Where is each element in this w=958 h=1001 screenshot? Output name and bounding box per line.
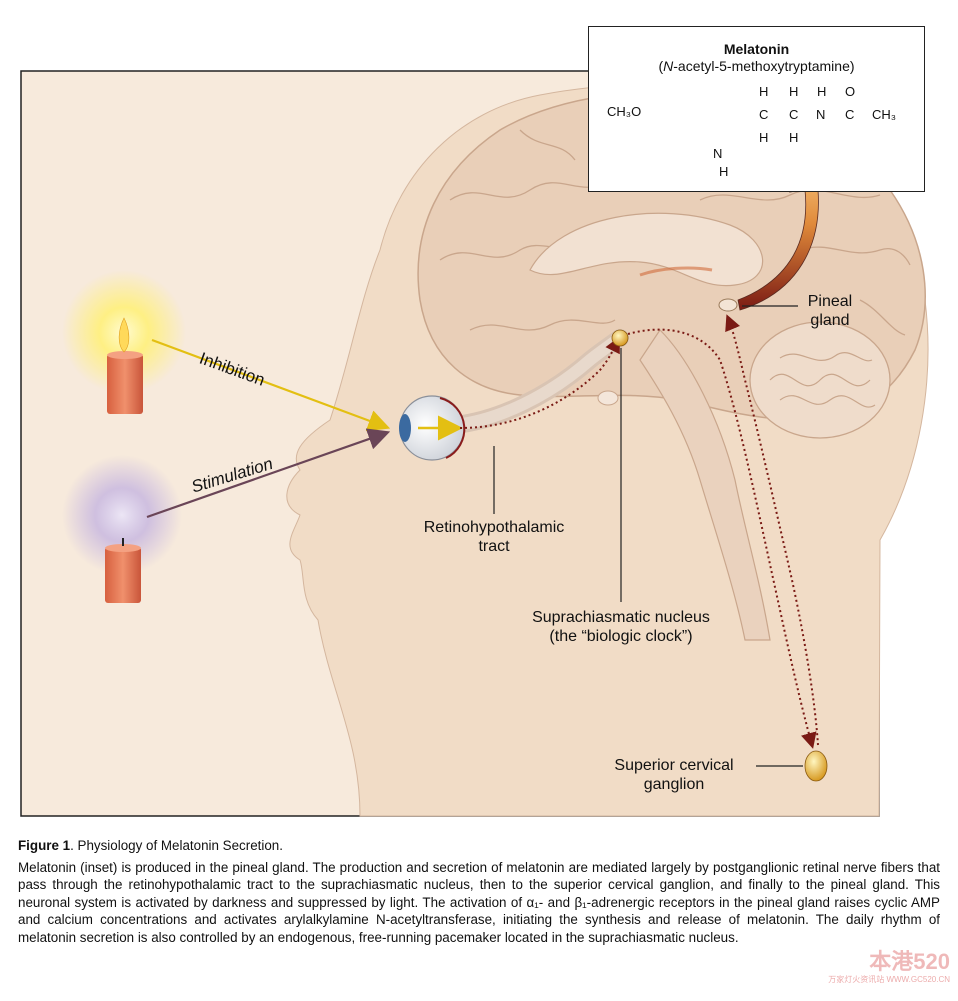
chem-h5: H [817,84,827,99]
hypothalamus-streak [639,266,713,277]
cerebellum [749,321,891,439]
caption-body: Melatonin (inset) is produced in the pin… [18,859,940,945]
scn-line2: (the “biologic clock”) [549,628,693,645]
scg-line2: ganglion [643,776,705,793]
stimulation-arrow [146,428,391,519]
top-candle-top [107,351,143,359]
chem-ch3o: CH₃O [607,104,642,119]
scn-to-scg-path [627,328,817,749]
inset-subtitle: (N-acetyl-5-methoxytryptamine) [589,58,924,74]
watermark-url: 万家灯火资讯站 WWW.GC520.CN [828,975,950,984]
scg-line1: Superior cervical [614,757,734,774]
scn-node [611,329,629,347]
melatonin-inset: Melatonin (N-acetyl-5-methoxytryptamine) [588,26,925,192]
inhibition-arrow [151,338,391,432]
rht-line2: tract [478,538,510,555]
scg-label: Superior cervical ganglion [596,756,752,794]
chem-h2: H [759,130,769,145]
chem-ch3: CH₃ [872,107,897,122]
chem-h1: H [759,84,769,99]
chem-n-amide: N [816,107,826,122]
caption-title-text: . Physiology of Melatonin Secretion. [70,838,283,853]
pineal-line2: gland [810,312,850,329]
eye [399,395,466,461]
scg-to-pineal-path [725,314,819,746]
chem-c2: C [789,107,799,122]
retina-to-scn-path [459,336,620,429]
rht-line1: Retinohypothalamic [423,519,565,536]
pineal-line1: Pineal [807,293,853,310]
chem-h4: H [789,130,799,145]
top-candle [107,354,143,414]
brainstem [639,329,771,641]
subtitle-prefix: ( [658,58,664,74]
cool-glow [62,455,182,575]
caption-title: Figure 1. Physiology of Melatonin Secret… [18,837,940,855]
figure-caption: Figure 1. Physiology of Melatonin Secret… [18,837,940,946]
subtitle-italic: N [663,58,674,74]
chem-o: O [845,84,856,99]
top-flame [118,317,130,353]
chem-ring-n: N [713,146,723,161]
chem-ring-h: H [719,164,729,179]
bottom-candle [105,547,141,603]
scg-node [804,750,828,782]
caption-figure-label: Figure 1 [18,838,71,853]
chem-c3: C [845,107,855,122]
scn-line1: Suprachiasmatic nucleus [532,609,710,626]
pituitary [597,390,619,406]
chem-h3: H [789,84,799,99]
pineal-node [718,298,738,312]
subtitle-rest: -acetyl-5-methoxytryptamine) [673,58,855,74]
bottom-candle-top [105,544,141,552]
chem-c1: C [759,107,769,122]
scn-label: Suprachiasmatic nucleus (the “biologic c… [501,608,741,646]
inset-title: Melatonin [723,41,790,57]
pineal-label: Pineal gland [800,292,860,330]
watermark-logo: 本港520 [869,949,950,974]
rht-label: Retinohypothalamic tract [394,518,594,556]
